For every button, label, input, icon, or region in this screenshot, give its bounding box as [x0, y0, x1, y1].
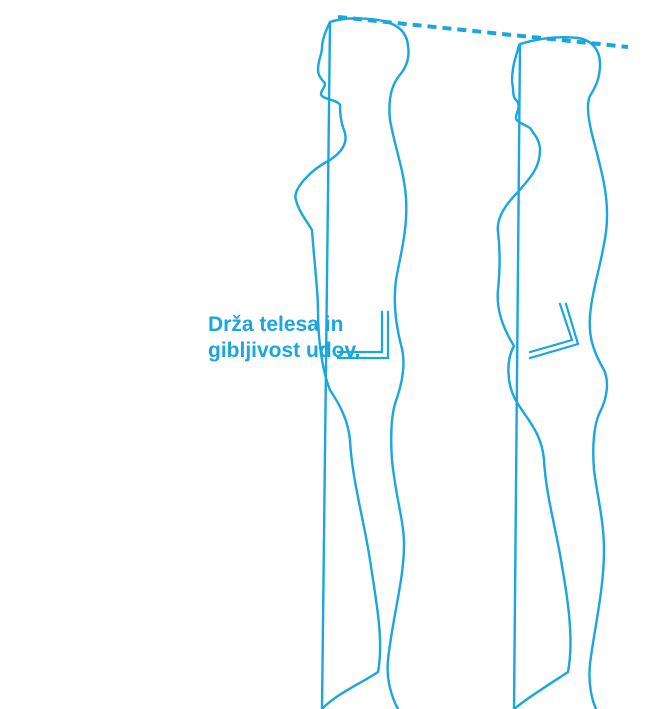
upright-angle-icon — [338, 312, 388, 358]
slouched-angle-icon — [530, 304, 578, 358]
slouched-posture-figure — [498, 37, 607, 709]
upright-posture-figure — [295, 18, 408, 709]
